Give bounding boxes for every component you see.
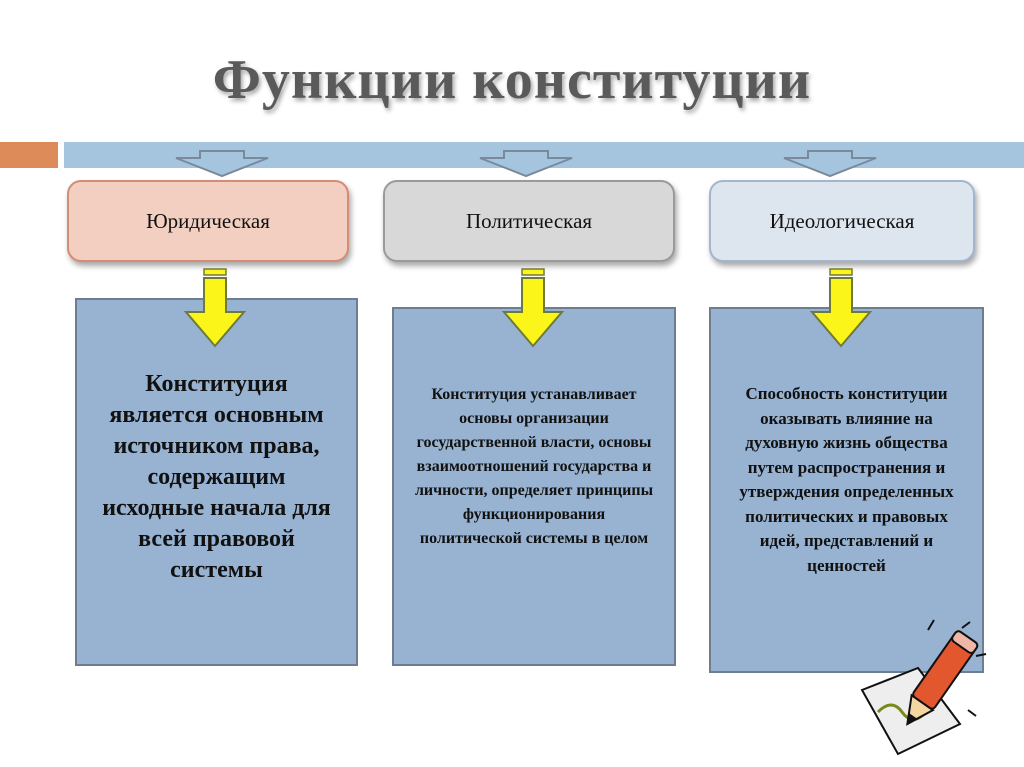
page-title: Функции конституции — [212, 49, 812, 111]
description-text: Конституция устанавливает основы организ… — [414, 385, 654, 547]
function-box-ideological: Идеологическая — [709, 180, 975, 262]
description-text: Способность конституции оказывать влияни… — [739, 384, 954, 575]
function-box-political: Политическая — [383, 180, 675, 262]
description-box-political: Конституция устанавливает основы организ… — [392, 307, 676, 666]
hollow-down-arrow-icon — [479, 150, 573, 178]
yellow-down-arrow-icon — [184, 268, 246, 348]
description-box-juridical: Конституция является основным источником… — [75, 298, 358, 666]
yellow-down-arrow-icon — [502, 268, 564, 348]
function-box-juridical: Юридическая — [67, 180, 349, 262]
header-bar-accent — [0, 142, 58, 168]
yellow-down-arrow-icon — [810, 268, 872, 348]
function-label: Политическая — [465, 208, 593, 233]
description-box-ideological: Способность конституции оказывать влияни… — [709, 307, 984, 673]
pencil-paper-clipart-icon — [860, 619, 987, 756]
hollow-down-arrow-icon — [175, 150, 269, 178]
function-label: Юридическая — [146, 208, 270, 233]
hollow-down-arrow-icon — [783, 150, 877, 178]
description-text: Конституция является основным источником… — [102, 370, 331, 583]
function-label: Идеологическая — [769, 208, 915, 233]
